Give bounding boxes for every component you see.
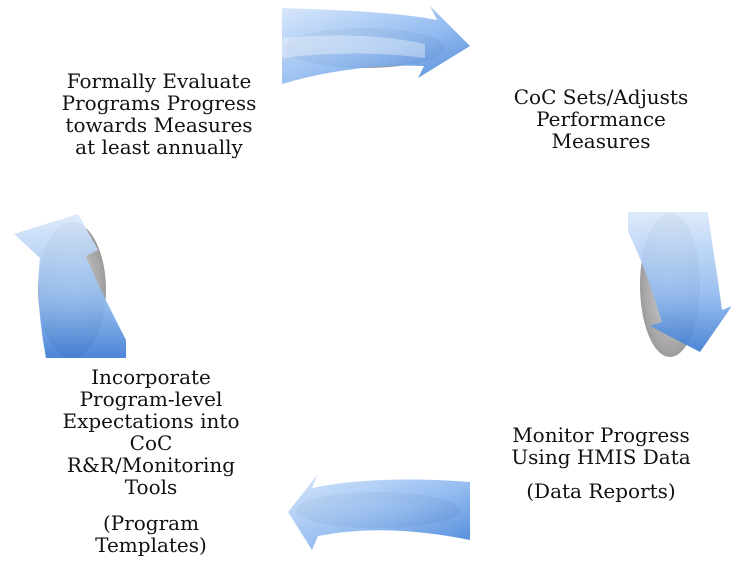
arrow-top-shape [282, 6, 470, 84]
arrow-right-shape [628, 212, 731, 352]
node-evaluate-label: Formally Evaluate Programs Progress towa… [61, 69, 257, 159]
arrow-bottom-shape [288, 474, 470, 550]
arrow-top [282, 6, 470, 84]
arrow-left [14, 214, 126, 358]
arrow-left-shape [14, 214, 126, 358]
arrow-bottom [288, 474, 470, 550]
node-incorporate-subtext: (Program Templates) [95, 511, 207, 557]
arrow-right [628, 212, 731, 357]
node-monitor-subtext: (Data Reports) [526, 479, 676, 503]
node-incorporate-label: Incorporate Program-level Expectations i… [62, 365, 240, 499]
node-measures-label: CoC Sets/Adjusts Performance Measures [513, 85, 689, 153]
node-monitor-label: Monitor Progress Using HMIS Data [511, 423, 691, 469]
